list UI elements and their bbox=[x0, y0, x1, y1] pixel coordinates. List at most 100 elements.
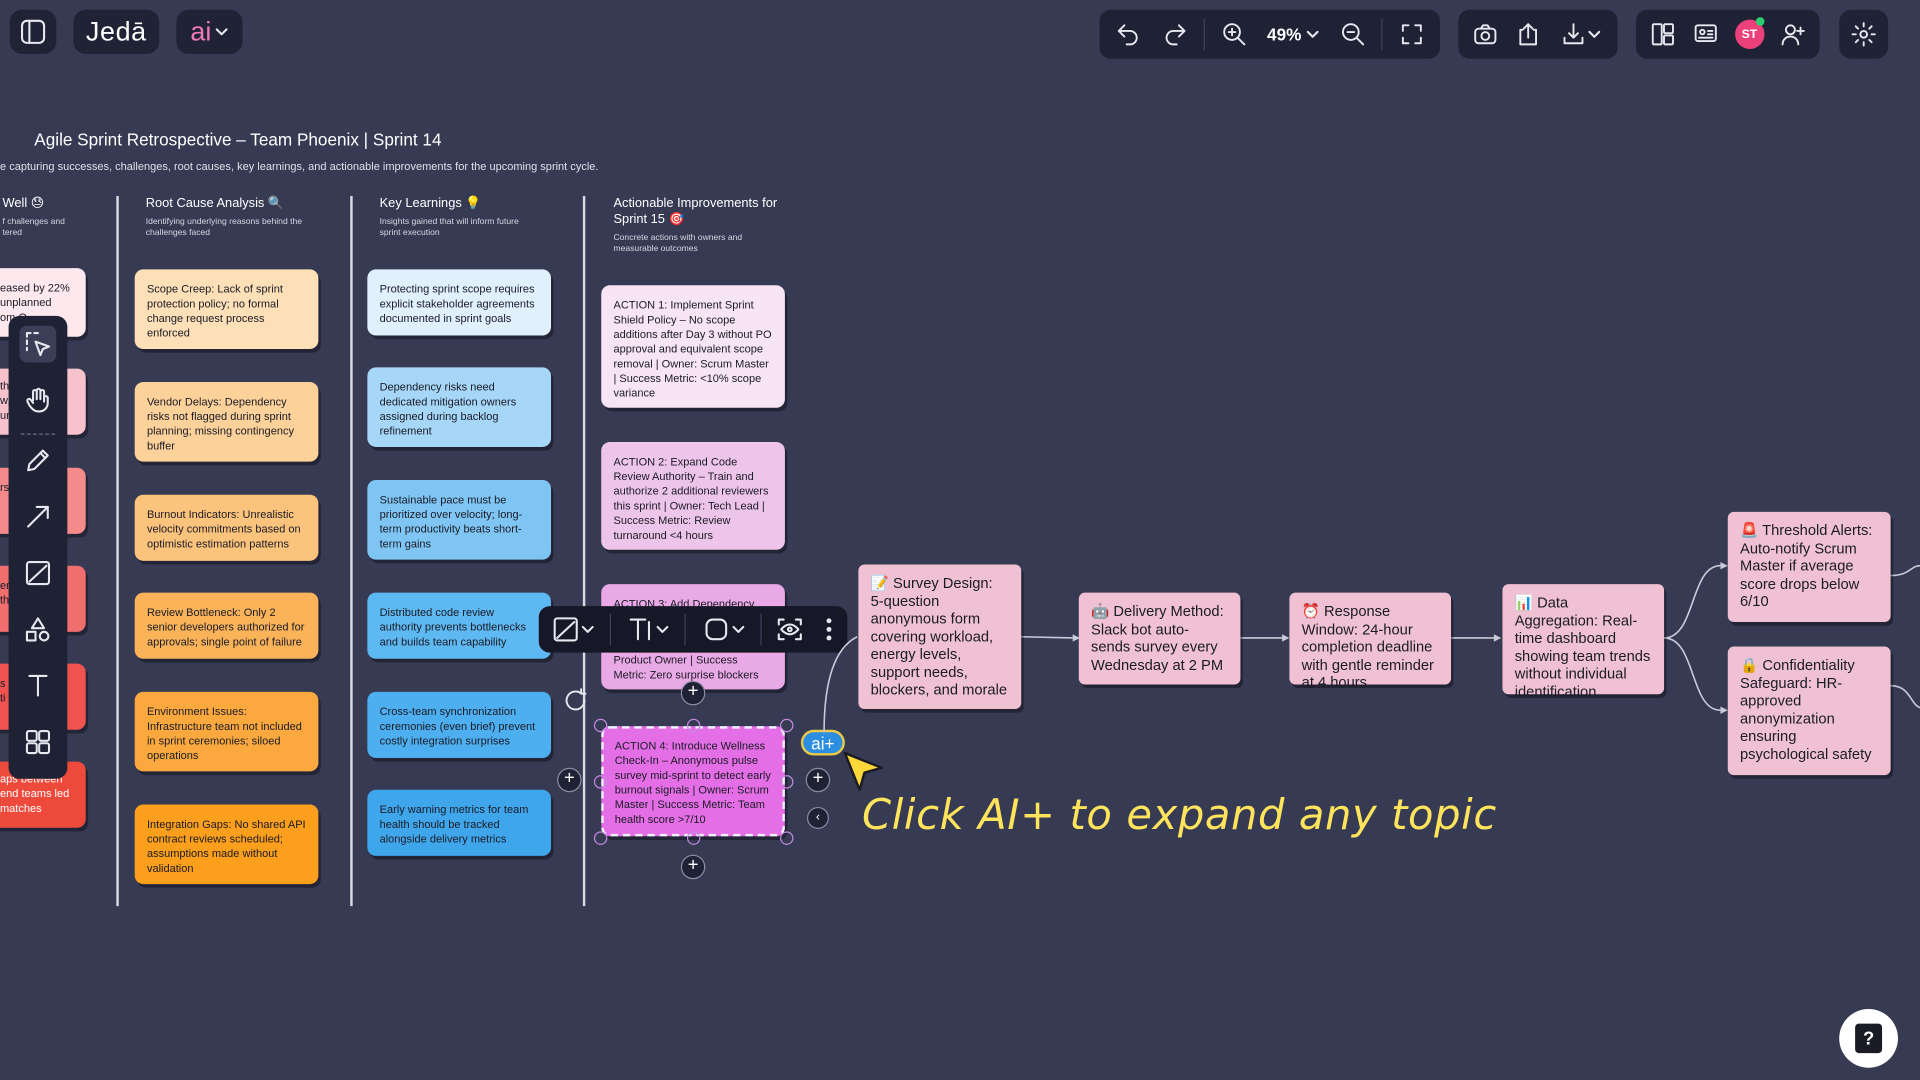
undo-button[interactable] bbox=[1109, 12, 1146, 56]
sidebar-panel-icon bbox=[21, 19, 46, 44]
user-avatar[interactable]: ST bbox=[1732, 12, 1766, 56]
card-text: Scope Creep: Lack of sprint protection p… bbox=[146, 282, 283, 340]
chevron-down-icon bbox=[731, 625, 744, 633]
action-card[interactable]: ACTION 1: Implement Sprint Shield Policy… bbox=[601, 285, 785, 408]
pen-tool[interactable] bbox=[20, 442, 57, 479]
learning-card[interactable]: Dependency risks need dedicated mitigati… bbox=[367, 367, 552, 447]
root-cause-card[interactable]: Environment Issues: Infrastructure team … bbox=[134, 691, 319, 772]
select-tool[interactable] bbox=[19, 325, 57, 363]
fit-screen-button[interactable] bbox=[1393, 12, 1430, 56]
download-icon bbox=[1563, 23, 1584, 45]
ai-plus-button[interactable]: ai+ bbox=[800, 729, 845, 756]
templates-tool[interactable] bbox=[20, 724, 57, 761]
chevron-down-icon bbox=[581, 625, 594, 633]
learning-card[interactable]: Sustainable pace must be prioritized ove… bbox=[367, 480, 552, 560]
flow-node-data-aggregation[interactable]: 📊 Data Aggregation: Real-time dashboard … bbox=[1502, 584, 1665, 700]
card-text: Burnout Indicators: Unrealistic velocity… bbox=[146, 508, 301, 550]
sticky-note-tool[interactable] bbox=[20, 555, 57, 592]
zoom-level-dropdown[interactable]: 49% bbox=[1263, 12, 1324, 56]
add-node-button-top[interactable]: + bbox=[680, 680, 706, 706]
root-cause-card[interactable]: Integration Gaps: No shared API contract… bbox=[134, 804, 319, 885]
card-text: er th bbox=[0, 579, 10, 607]
column-subtitle: Identifying underlying reasons behind th… bbox=[145, 217, 303, 238]
add-node-button-left[interactable]: + bbox=[557, 767, 582, 793]
select-cursor-icon bbox=[25, 332, 51, 357]
redo-button[interactable] bbox=[1157, 12, 1194, 56]
help-button[interactable]: ? bbox=[1839, 1008, 1898, 1068]
download-dropdown[interactable] bbox=[1554, 12, 1608, 56]
learning-card[interactable]: Protecting sprint scope requires explici… bbox=[367, 269, 552, 336]
rounded-square-icon bbox=[704, 618, 727, 641]
toolbar-separator bbox=[685, 613, 687, 646]
flow-node-confidentiality[interactable]: 🔒 Confidentiality Safeguard: HR-approved… bbox=[1727, 646, 1891, 776]
upload-icon bbox=[1519, 23, 1537, 46]
resize-handle[interactable] bbox=[780, 718, 794, 733]
resize-handle[interactable] bbox=[593, 775, 608, 789]
resize-handle[interactable] bbox=[686, 718, 701, 733]
sidebar-toggle-button[interactable] bbox=[9, 9, 57, 54]
flow-node-survey-design[interactable]: 📝 Survey Design: 5-question anonymous fo… bbox=[858, 564, 1022, 709]
flow-node-delivery-method[interactable]: 🤖 Delivery Method: Slack bot auto-sends … bbox=[1078, 592, 1241, 685]
add-user-icon bbox=[1781, 24, 1805, 46]
flow-node-response-window[interactable]: ⏰ Response Window: 24-hour completion de… bbox=[1289, 592, 1452, 691]
card-text: Product Owner | Success Metric: Zero sur… bbox=[613, 653, 759, 681]
sticky-note-icon bbox=[25, 561, 51, 586]
zoom-in-button[interactable] bbox=[1216, 12, 1253, 56]
resize-handle[interactable] bbox=[686, 831, 701, 845]
resize-handle[interactable] bbox=[780, 831, 794, 845]
focus-view-button[interactable] bbox=[771, 607, 808, 651]
root-cause-card[interactable]: Vendor Delays: Dependency risks not flag… bbox=[134, 382, 319, 462]
resize-handle[interactable] bbox=[780, 775, 794, 789]
help-label: ? bbox=[1862, 1027, 1875, 1049]
toolbar-separator bbox=[609, 613, 612, 646]
node-text: 📝 Survey Design: 5-question anonymous fo… bbox=[870, 574, 1008, 698]
card-text: eased by 22% unplanned om Q... bbox=[0, 281, 70, 324]
screenshot-button[interactable] bbox=[1468, 12, 1502, 56]
action-card[interactable]: ACTION 2: Expand Code Review Authority –… bbox=[601, 442, 785, 550]
add-node-button-bottom[interactable]: + bbox=[680, 854, 706, 880]
arrow-tool[interactable] bbox=[20, 498, 57, 535]
shapes-icon bbox=[25, 617, 50, 642]
add-node-button-right[interactable]: + bbox=[805, 767, 831, 793]
layout-panel-button[interactable] bbox=[1646, 12, 1680, 56]
learning-card[interactable]: Cross-team synchronization ceremonies (e… bbox=[367, 691, 552, 758]
ai-menu-button[interactable]: ai bbox=[176, 9, 243, 54]
card-text: rs bbox=[0, 481, 10, 494]
shapes-tool[interactable] bbox=[20, 611, 57, 648]
card-text: ACTION 2: Expand Code Review Authority –… bbox=[613, 455, 769, 542]
resize-handle[interactable] bbox=[593, 718, 608, 733]
share-upload-button[interactable] bbox=[1511, 12, 1545, 56]
shape-dropdown[interactable] bbox=[696, 607, 750, 651]
pan-tool[interactable] bbox=[20, 382, 57, 419]
root-cause-card[interactable]: Scope Creep: Lack of sprint protection p… bbox=[134, 269, 319, 349]
column-header-went-well: Well 😓 f challenges and tered bbox=[2, 196, 100, 239]
root-cause-card[interactable]: Burnout Indicators: Unrealistic velocity… bbox=[134, 494, 319, 561]
column-title: Root Cause Analysis 🔍 bbox=[145, 195, 284, 211]
text-tool[interactable] bbox=[20, 667, 57, 704]
card-text: ACTION 4: Introduce Wellness Check-In – … bbox=[614, 739, 771, 826]
column-title: Well 😓 bbox=[2, 195, 45, 211]
column-header-key-learnings: Key Learnings 💡 Insights gained that wil… bbox=[380, 196, 576, 239]
flow-node-threshold-alerts[interactable]: 🚨 Threshold Alerts: Auto-notify Scrum Ma… bbox=[1727, 511, 1891, 623]
text-style-dropdown[interactable] bbox=[621, 607, 675, 651]
context-toolbar bbox=[538, 606, 848, 653]
invite-user-button[interactable] bbox=[1776, 12, 1810, 56]
layout-icon bbox=[1651, 23, 1674, 46]
learning-card[interactable]: Early warning metrics for team health sh… bbox=[367, 789, 552, 856]
brand-logo[interactable]: Jedā bbox=[73, 9, 160, 54]
zoom-out-button[interactable] bbox=[1334, 12, 1371, 56]
resize-handle[interactable] bbox=[593, 831, 608, 845]
present-button[interactable] bbox=[1689, 12, 1723, 56]
action-card-selected[interactable]: ACTION 4: Introduce Wellness Check-In – … bbox=[601, 726, 785, 837]
settings-button[interactable] bbox=[1839, 9, 1889, 59]
card-style-dropdown[interactable] bbox=[546, 607, 600, 651]
more-options-button[interactable] bbox=[818, 607, 840, 651]
rotate-handle[interactable] bbox=[562, 687, 589, 714]
collapse-button[interactable]: ‹ bbox=[806, 806, 829, 829]
learning-card[interactable]: Distributed code review authority preven… bbox=[367, 592, 552, 659]
text-icon bbox=[28, 674, 48, 697]
gear-icon bbox=[1851, 22, 1876, 47]
pencil-icon bbox=[27, 449, 49, 472]
zoom-in-icon bbox=[1222, 23, 1245, 46]
root-cause-card[interactable]: Review Bottleneck: Only 2 senior develop… bbox=[134, 592, 319, 659]
